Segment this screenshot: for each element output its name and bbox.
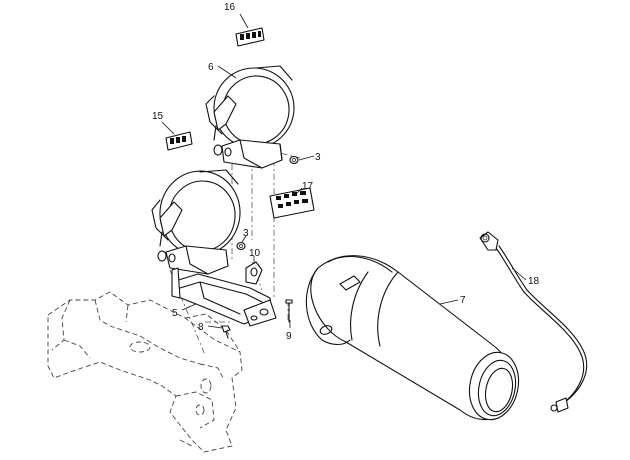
- callout-5: 5: [172, 308, 178, 319]
- callout-3-upper: 3: [315, 152, 321, 163]
- callout-17: 17: [302, 181, 314, 192]
- callout-8: 8: [198, 322, 204, 333]
- pin-part: [221, 325, 231, 339]
- callout-10: 10: [249, 248, 261, 259]
- mounting-bracket: [171, 267, 277, 327]
- nut-lower: [236, 241, 246, 251]
- leader-lines: [161, 13, 527, 329]
- clip-part: [245, 261, 263, 285]
- callout-15: 15: [152, 111, 164, 122]
- upper-tank-strap: [205, 65, 295, 169]
- decal-16: [235, 27, 265, 47]
- bolt-part: [285, 299, 293, 323]
- nut-upper: [289, 155, 299, 165]
- callout-7: 7: [460, 295, 466, 306]
- decal-15: [165, 131, 193, 151]
- callout-16: 16: [224, 2, 236, 13]
- callout-9: 9: [286, 331, 292, 342]
- callouts: 16 6 15 3 17 3 10 7 18 5 8 9: [152, 2, 540, 342]
- lower-tank-strap: [151, 169, 241, 275]
- callout-6: 6: [208, 62, 214, 73]
- decal-17: [269, 187, 315, 219]
- callout-18: 18: [528, 276, 540, 287]
- callout-3-lower: 3: [243, 228, 249, 239]
- frame-chassis: [47, 291, 243, 453]
- propane-tank: [305, 255, 520, 421]
